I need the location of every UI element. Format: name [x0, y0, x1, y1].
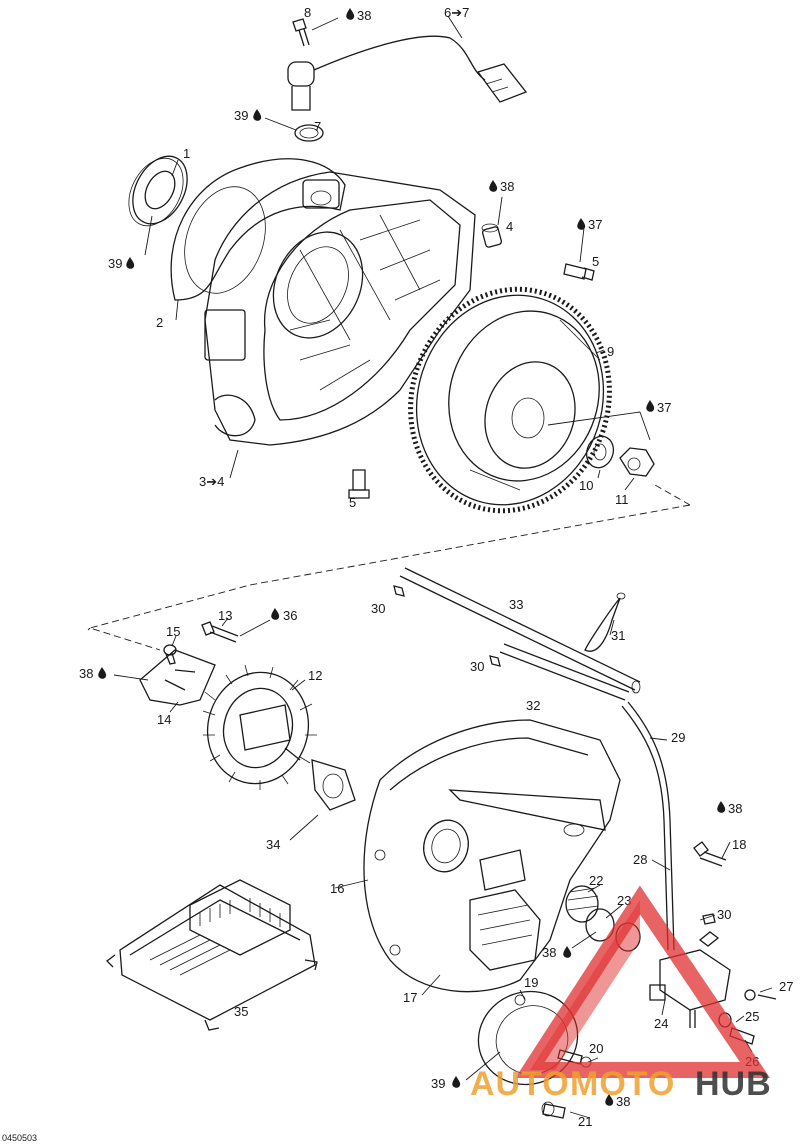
lube-38-bolt21: 38	[605, 1094, 630, 1109]
svg-text:38: 38	[728, 801, 742, 816]
svg-text:38: 38	[500, 179, 514, 194]
callout-17: 17	[403, 990, 417, 1005]
callout-5-lower: 5	[349, 495, 356, 510]
stator-12	[202, 664, 317, 790]
seal-1	[128, 155, 188, 227]
automotohub-watermark: AUTO MOTO HUB	[470, 885, 772, 1103]
callout-35: 35	[234, 1004, 248, 1019]
leader-lines-lower	[113, 617, 773, 1119]
nut-11	[619, 447, 655, 477]
svg-text:38: 38	[357, 8, 371, 23]
cover-16	[363, 719, 621, 1006]
screw-5-lower	[348, 469, 370, 499]
callout-3: 3➔4	[199, 474, 224, 489]
callout-8: 8	[304, 5, 311, 20]
callout-25: 25	[745, 1009, 759, 1024]
callout-18: 18	[732, 837, 746, 852]
ecu-35	[106, 879, 318, 1031]
bolt-8	[292, 18, 310, 47]
callout-10: 10	[579, 478, 593, 493]
lube-38-dowel: 38	[489, 179, 514, 194]
callout-27: 27	[779, 979, 793, 994]
pump-22	[565, 885, 599, 923]
svg-text:38: 38	[79, 666, 93, 681]
callout-21: 21	[578, 1114, 592, 1129]
bolt-21	[541, 1101, 566, 1119]
callout-14: 14	[157, 712, 171, 727]
gasket-2	[170, 158, 346, 301]
callout-30-a: 30	[371, 601, 385, 616]
lubricant-markers: 38 39 39 38 37 37 36 38	[79, 8, 742, 1109]
callout-32: 32	[526, 698, 540, 713]
lube-38-bolt18: 38	[717, 801, 742, 816]
svg-text:38: 38	[616, 1094, 630, 1109]
svg-text:38: 38	[542, 945, 556, 960]
callout-29: 29	[671, 730, 685, 745]
watermark-auto: AUTO	[470, 1065, 570, 1103]
bolt-18	[693, 841, 727, 867]
lube-38-seal23: 38	[542, 945, 572, 960]
svg-text:36: 36	[283, 608, 297, 623]
callout-24: 24	[654, 1016, 668, 1031]
svg-text:37: 37	[657, 400, 671, 415]
callout-28: 28	[633, 852, 647, 867]
callout-15: 15	[166, 624, 180, 639]
callout-4: 4	[506, 219, 513, 234]
lube-39-ring: 39	[234, 108, 262, 123]
watermark-hub: HUB	[695, 1065, 772, 1103]
lube-38-bracket: 38	[79, 666, 107, 681]
callout-13: 13	[218, 608, 232, 623]
o-ring-7	[294, 124, 324, 142]
callout-labels: 1 2 3➔4 4 5 5 6➔7 7 8 9 10 11 12 13 14 1…	[156, 5, 793, 1129]
lube-38-top: 38	[346, 8, 371, 23]
svg-text:39: 39	[431, 1076, 445, 1091]
callout-11: 11	[615, 492, 629, 507]
lube-39-seal: 39	[108, 256, 135, 271]
hose-29	[621, 701, 675, 951]
callout-2: 2	[156, 315, 163, 330]
callout-6: 6➔7	[444, 5, 469, 20]
callout-16: 16	[330, 881, 344, 896]
callout-31: 31	[611, 628, 625, 643]
callout-5-upper: 5	[592, 254, 599, 269]
lube-37-screw: 37	[577, 217, 602, 232]
callout-22: 22	[589, 873, 603, 888]
callout-20: 20	[589, 1041, 603, 1056]
clip-30a	[393, 585, 405, 597]
clip-30b	[489, 655, 501, 667]
grommet-34	[284, 747, 356, 811]
sensor-6	[287, 35, 528, 111]
tube-32	[499, 643, 630, 701]
bracket-14	[139, 649, 216, 706]
tube-33	[399, 567, 641, 694]
callout-7: 7	[314, 119, 321, 134]
dowel-4	[481, 223, 503, 248]
svg-text:39: 39	[234, 108, 248, 123]
callout-12: 12	[308, 668, 322, 683]
diagram-code: 0450503	[2, 1133, 37, 1143]
callout-33: 33	[509, 597, 523, 612]
watermark-moto: MOTO	[570, 1065, 675, 1103]
svg-text:39: 39	[108, 256, 122, 271]
assembly-separator	[87, 484, 691, 651]
clip-30c	[702, 913, 716, 925]
leader-lines-upper	[144, 15, 651, 491]
lube-39-housing: 39	[431, 1076, 461, 1091]
flywheel-9	[408, 286, 612, 514]
callout-30-c: 30	[717, 907, 731, 922]
callout-9: 9	[607, 344, 614, 359]
washer-10	[585, 435, 615, 469]
callout-1: 1	[183, 146, 190, 161]
screw-5-upper	[563, 263, 595, 281]
clip-31	[584, 592, 626, 652]
callout-30-b: 30	[470, 659, 484, 674]
bolt-13	[201, 621, 239, 643]
callout-19: 19	[524, 975, 538, 990]
lube-36-bolt: 36	[271, 608, 297, 623]
lube-37-nut: 37	[646, 400, 671, 415]
magneto-housing-3	[204, 171, 476, 446]
svg-text:37: 37	[588, 217, 602, 232]
callout-34: 34	[266, 837, 280, 852]
